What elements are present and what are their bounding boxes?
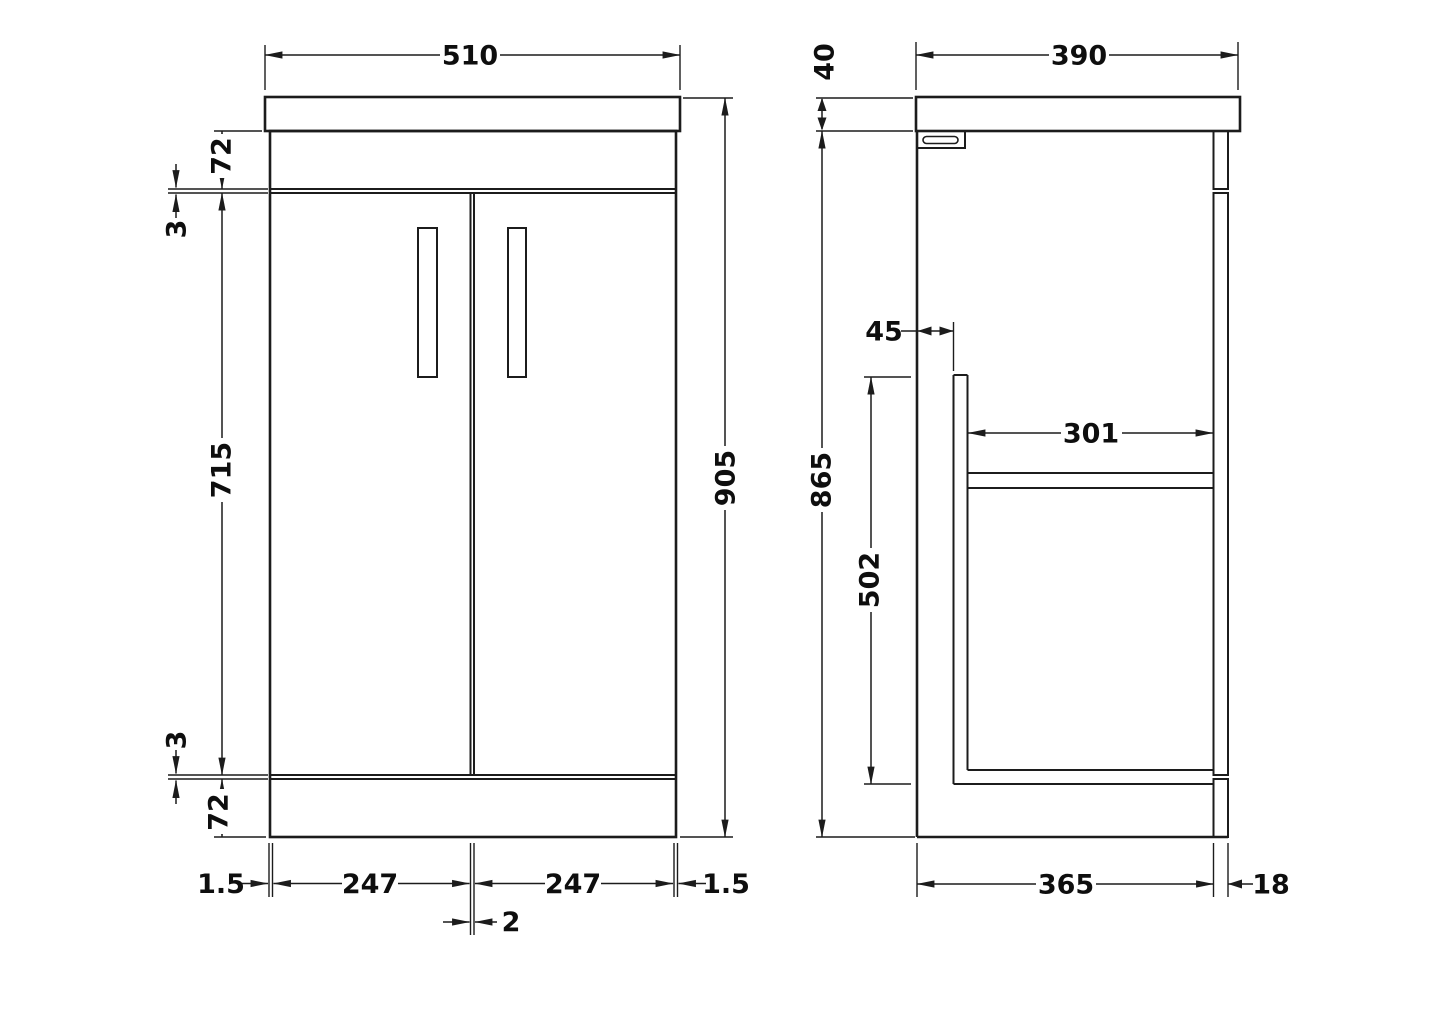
front-cabinet-body (268, 129, 678, 839)
dim-247-left-label: 247 (342, 869, 398, 900)
dim-905-label: 905 (710, 450, 741, 506)
dim-1.5-right-label: 1.5 (702, 869, 750, 900)
front-left-door-handle (417, 227, 438, 378)
arrowhead (939, 326, 954, 336)
front-view (263, 95, 682, 839)
label-backing (1036, 870, 1096, 899)
arrowhead (817, 98, 827, 111)
label-backing (205, 134, 238, 178)
dim-front-overall-height: 905 (680, 97, 743, 838)
side-bottom-rail-edge (1212, 778, 1229, 838)
dim-45-label: 45 (865, 316, 903, 347)
side-countertop (914, 95, 1242, 133)
dim-390-label: 390 (1051, 40, 1107, 71)
side-bracket-slot (922, 135, 959, 145)
arrowhead (1228, 879, 1242, 889)
dim-front-bottom-gap: 3 (161, 731, 268, 804)
label-backing (205, 438, 238, 502)
label-backing (545, 869, 601, 898)
front-countertop (263, 95, 682, 133)
side-fixing-bracket (916, 130, 966, 149)
label-backing (1061, 419, 1122, 447)
side-door-edge (1212, 192, 1229, 776)
side-top-rail-edge (1212, 130, 1229, 190)
dim-front-bottom-rail: 72 (202, 778, 266, 838)
label-backing (1049, 41, 1109, 69)
dim-865-label: 865 (806, 452, 837, 508)
label-backing (440, 41, 500, 69)
label-backing (803, 448, 840, 512)
label-backing (202, 789, 235, 834)
dim-side-top-depth: 390 (915, 40, 1239, 90)
label-backing (342, 869, 398, 898)
front-right-door-handle (507, 227, 527, 378)
dim-side-shelf-depth: 301 (967, 418, 1214, 449)
dim-3-top-label: 3 (161, 220, 192, 239)
dim-715-label: 715 (206, 442, 237, 498)
dim-2-label: 2 (502, 907, 521, 938)
dim-365-label: 365 (1038, 869, 1094, 900)
dim-502-label: 502 (854, 552, 885, 608)
dim-front-door-height: 715 (205, 192, 238, 776)
dim-front-bottom-row: 1.5 247 247 1.5 2 (197, 843, 750, 938)
dim-side-top-thickness: 40 (809, 43, 913, 132)
dim-40-label: 40 (809, 43, 840, 81)
dim-side-back-gap: 45 (865, 316, 955, 371)
side-view (914, 95, 1242, 839)
dim-1.5-left-label: 1.5 (197, 869, 245, 900)
dim-side-inner-height: 502 (851, 376, 911, 785)
label-backing (706, 446, 743, 510)
dim-3-bottom-label: 3 (161, 731, 192, 750)
dim-18-label: 18 (1252, 869, 1290, 900)
dim-247-right-label: 247 (545, 869, 601, 900)
dim-front-top-gap: 3 (161, 164, 268, 238)
dim-510-label: 510 (442, 40, 498, 71)
dim-72-bottom-label: 72 (203, 793, 234, 831)
arrowhead (917, 326, 932, 336)
dim-side-bottom-row: 365 18 (916, 843, 1290, 900)
dim-72-top-label: 72 (206, 137, 237, 175)
dim-301-label: 301 (1063, 418, 1119, 449)
dim-side-body-height: 865 (803, 130, 915, 838)
arrowhead (817, 117, 827, 131)
side-middle-shelf (966, 472, 1215, 489)
label-backing (851, 548, 888, 612)
dim-front-overall-width: 510 (264, 40, 681, 90)
dim-front-top-rail: 72 (205, 130, 262, 190)
